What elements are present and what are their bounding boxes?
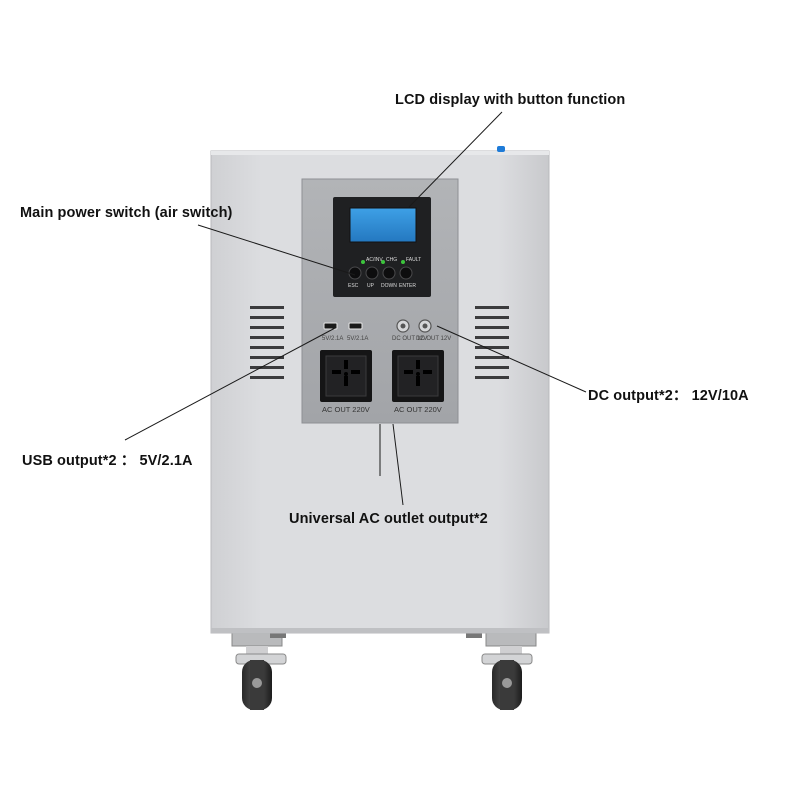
button-label-enter: ENTER [399,283,416,289]
button-label-down: DOWN [381,283,397,289]
left-vent [250,306,284,379]
dc-label-1: DC OUT 12V [392,336,428,342]
button-label-up: UP [367,283,374,289]
enter-button[interactable] [399,266,413,280]
indicator-label-chg: CHG [386,257,398,263]
usb-port-1[interactable] [323,322,338,330]
led-ac-inv [361,260,365,264]
usb-label-1: 5V/2.1A [322,336,344,342]
led-fault [401,260,405,264]
status-indicator-light [497,146,505,152]
up-button[interactable] [365,266,379,280]
callout-main-power-switch: Main power switch (air switch) [20,205,233,221]
ac-outlet-1[interactable] [320,350,372,402]
callout-lines [124,111,587,506]
lcd-screen [349,207,417,243]
indicator-label-ac-inv: AC/INV [366,257,383,263]
down-button[interactable] [382,266,396,280]
ac-label-1: AC OUT 220V [322,405,370,414]
right-vent [475,306,509,379]
ac-label-2: AC OUT 220V [394,405,442,414]
dc-label-2: DC OUT 12V [416,336,452,342]
callout-usb-output: USB output*2 ： 5V/2.1A [22,453,193,469]
usb-port-2[interactable] [348,322,363,330]
left-wheel [231,631,287,710]
esc-button[interactable] [348,266,362,280]
ac-outlet-2[interactable] [392,350,444,402]
callout-dc-output: DC output*2： 12V/10A [588,388,749,404]
usb-label-2: 5V/2.1A [347,336,369,342]
led-chg [381,260,385,264]
button-label-esc: ESC [348,283,359,289]
right-wheel [481,631,537,710]
indicator-label-fault: FAULT [406,257,422,263]
callout-lcd-display: LCD display with button function [395,92,626,108]
callout-ac-outlet: Universal AC outlet output*2 [289,511,488,527]
